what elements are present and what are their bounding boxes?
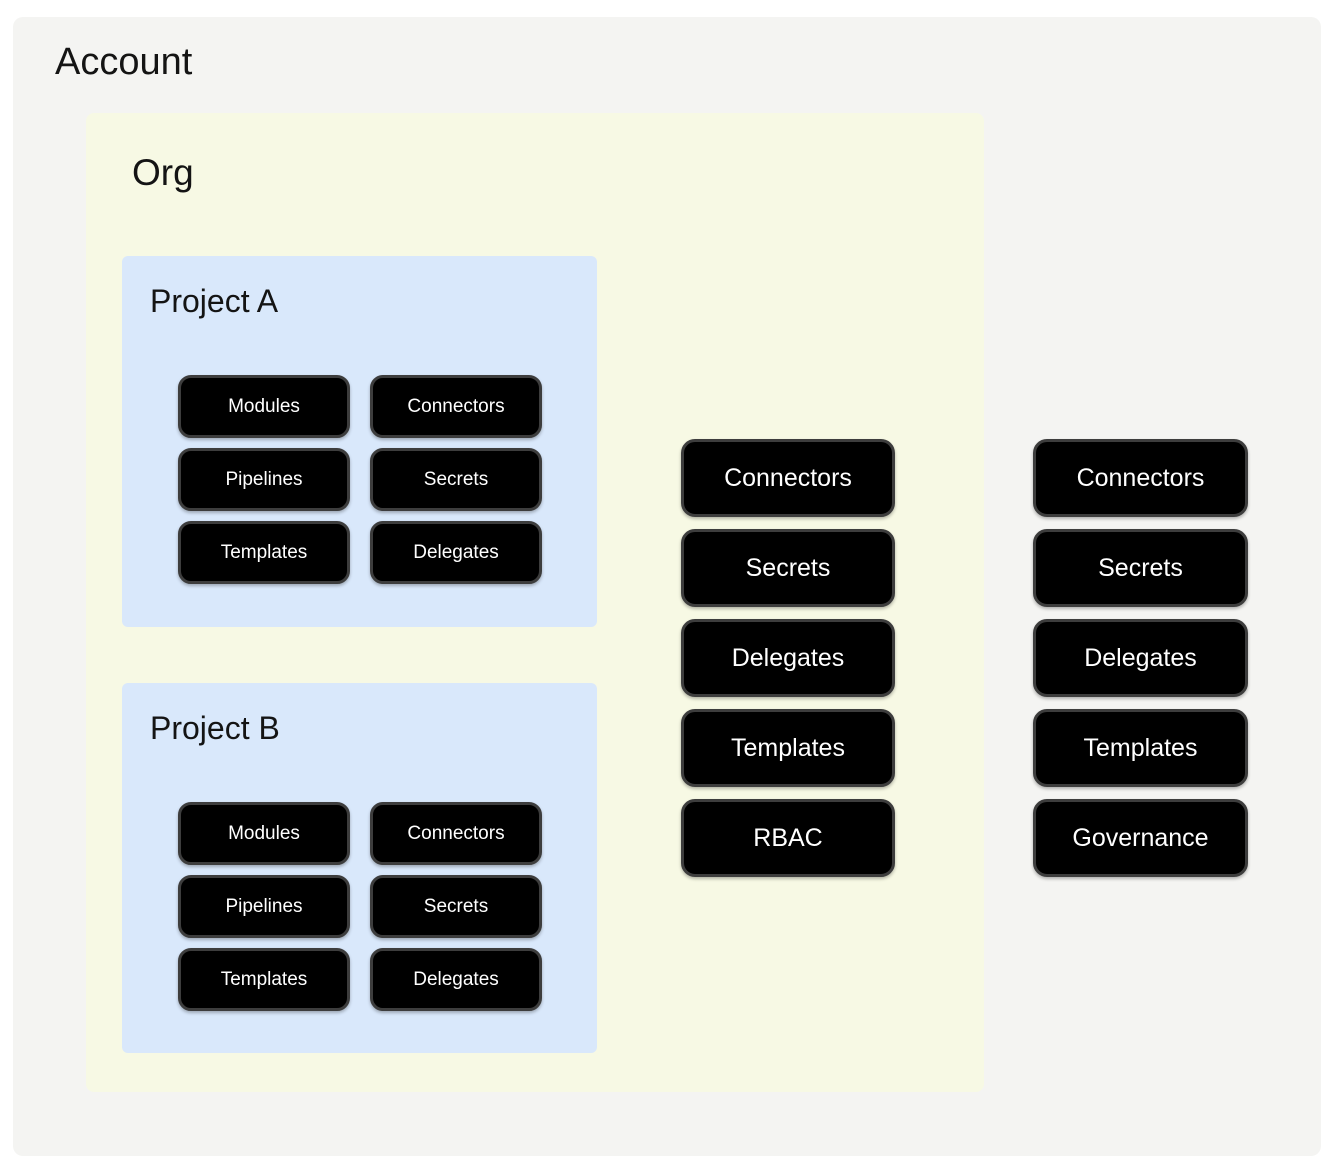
project-b-node-modules: Modules bbox=[178, 802, 350, 865]
org-node-secrets: Secrets bbox=[681, 529, 895, 607]
account-node-connectors: Connectors bbox=[1033, 439, 1248, 517]
project-b-node-templates: Templates bbox=[178, 948, 350, 1011]
org-resource-column: Connectors Secrets Delegates Templates R… bbox=[681, 439, 895, 877]
project-b-resource-grid: Modules Connectors Pipelines Secrets Tem… bbox=[178, 802, 542, 1011]
account-node-delegates: Delegates bbox=[1033, 619, 1248, 697]
project-a-container: Project A Modules Connectors Pipelines S… bbox=[122, 256, 597, 627]
account-node-governance: Governance bbox=[1033, 799, 1248, 877]
project-a-node-pipelines: Pipelines bbox=[178, 448, 350, 511]
org-node-delegates: Delegates bbox=[681, 619, 895, 697]
org-node-templates: Templates bbox=[681, 709, 895, 787]
org-title: Org bbox=[132, 152, 194, 193]
account-node-templates: Templates bbox=[1033, 709, 1248, 787]
org-node-connectors: Connectors bbox=[681, 439, 895, 517]
project-b-node-pipelines: Pipelines bbox=[178, 875, 350, 938]
account-node-secrets: Secrets bbox=[1033, 529, 1248, 607]
project-a-node-modules: Modules bbox=[178, 375, 350, 438]
project-a-node-delegates: Delegates bbox=[370, 521, 542, 584]
project-b-container: Project B Modules Connectors Pipelines S… bbox=[122, 683, 597, 1053]
project-b-node-connectors: Connectors bbox=[370, 802, 542, 865]
account-container: Account Org Project A Modules Connectors… bbox=[13, 17, 1321, 1156]
account-resource-column: Connectors Secrets Delegates Templates G… bbox=[1033, 439, 1248, 877]
project-b-node-delegates: Delegates bbox=[370, 948, 542, 1011]
org-node-rbac: RBAC bbox=[681, 799, 895, 877]
account-title: Account bbox=[55, 41, 193, 83]
project-a-resource-grid: Modules Connectors Pipelines Secrets Tem… bbox=[178, 375, 542, 584]
project-a-node-templates: Templates bbox=[178, 521, 350, 584]
project-a-title: Project A bbox=[150, 283, 279, 319]
project-a-node-secrets: Secrets bbox=[370, 448, 542, 511]
org-container: Org Project A Modules Connectors Pipelin… bbox=[86, 113, 984, 1092]
project-a-node-connectors: Connectors bbox=[370, 375, 542, 438]
project-b-title: Project B bbox=[150, 710, 280, 746]
project-b-node-secrets: Secrets bbox=[370, 875, 542, 938]
